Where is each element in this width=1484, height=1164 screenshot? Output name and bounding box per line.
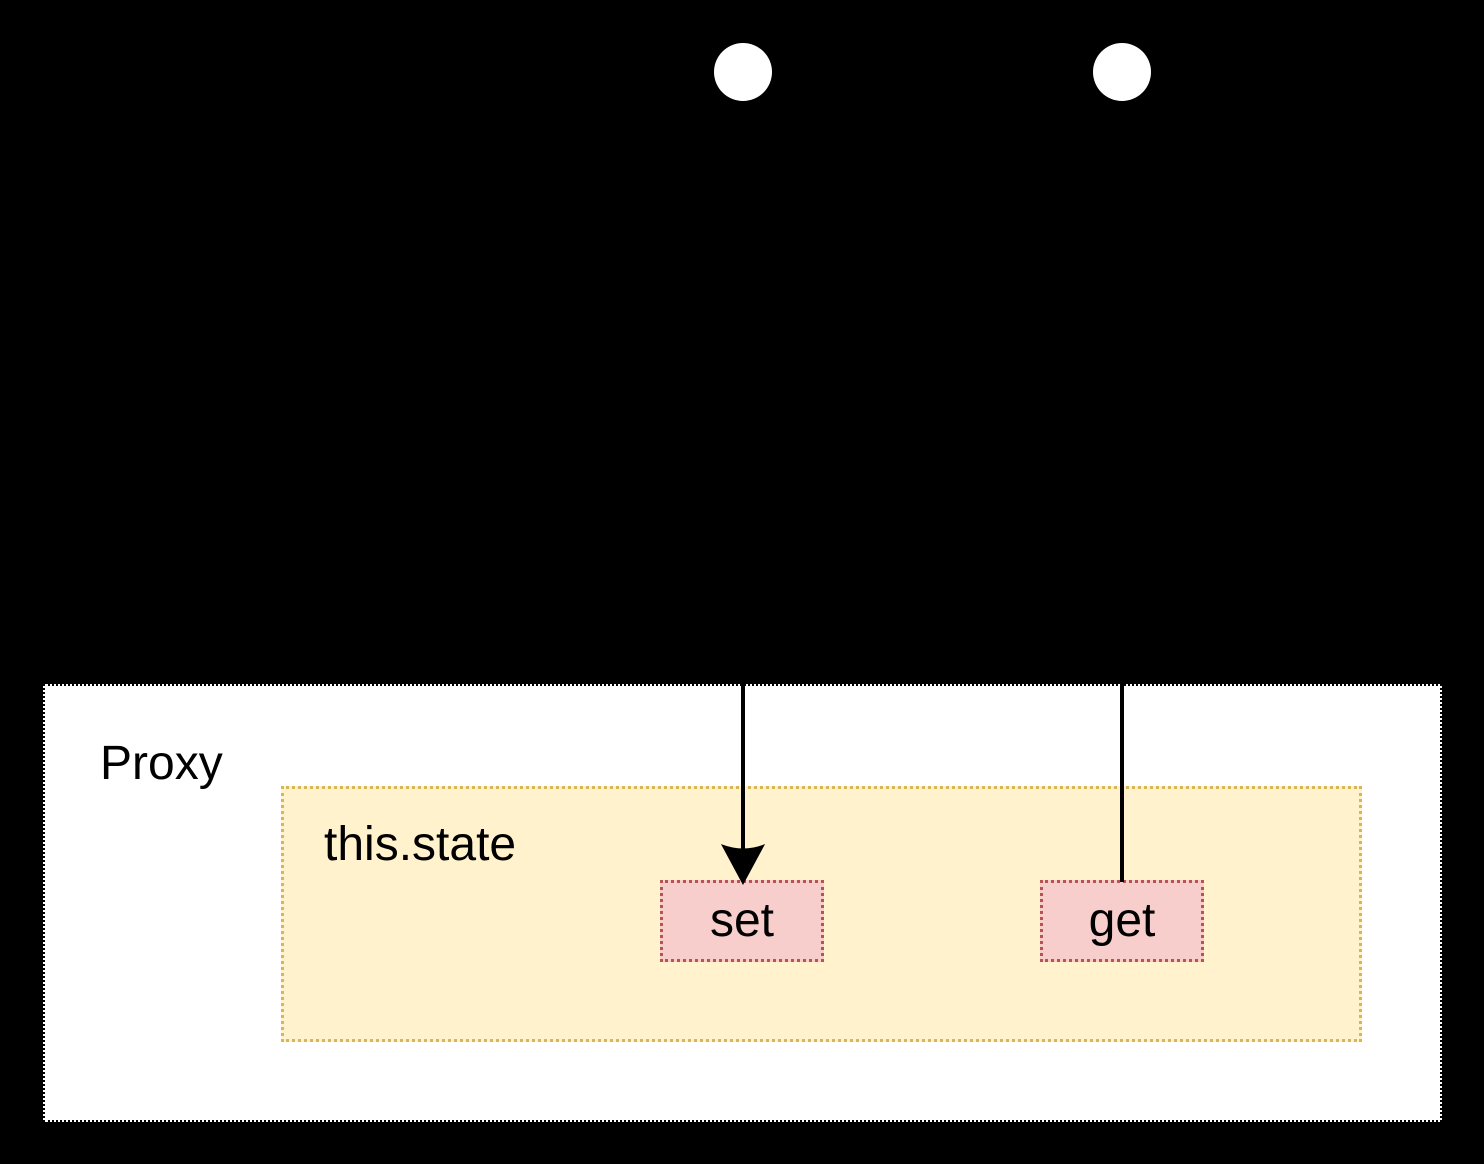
state-label: this.state: [324, 818, 517, 871]
set-handler-box: set: [660, 880, 824, 962]
set-handler-label: set: [709, 894, 775, 947]
get-handler-box: get: [1040, 880, 1204, 962]
endpoint-circle-right: [1093, 43, 1151, 101]
get-handler-label: get: [1088, 894, 1156, 947]
proxy-label: Proxy: [100, 737, 223, 790]
endpoint-circle-left: [714, 43, 772, 101]
